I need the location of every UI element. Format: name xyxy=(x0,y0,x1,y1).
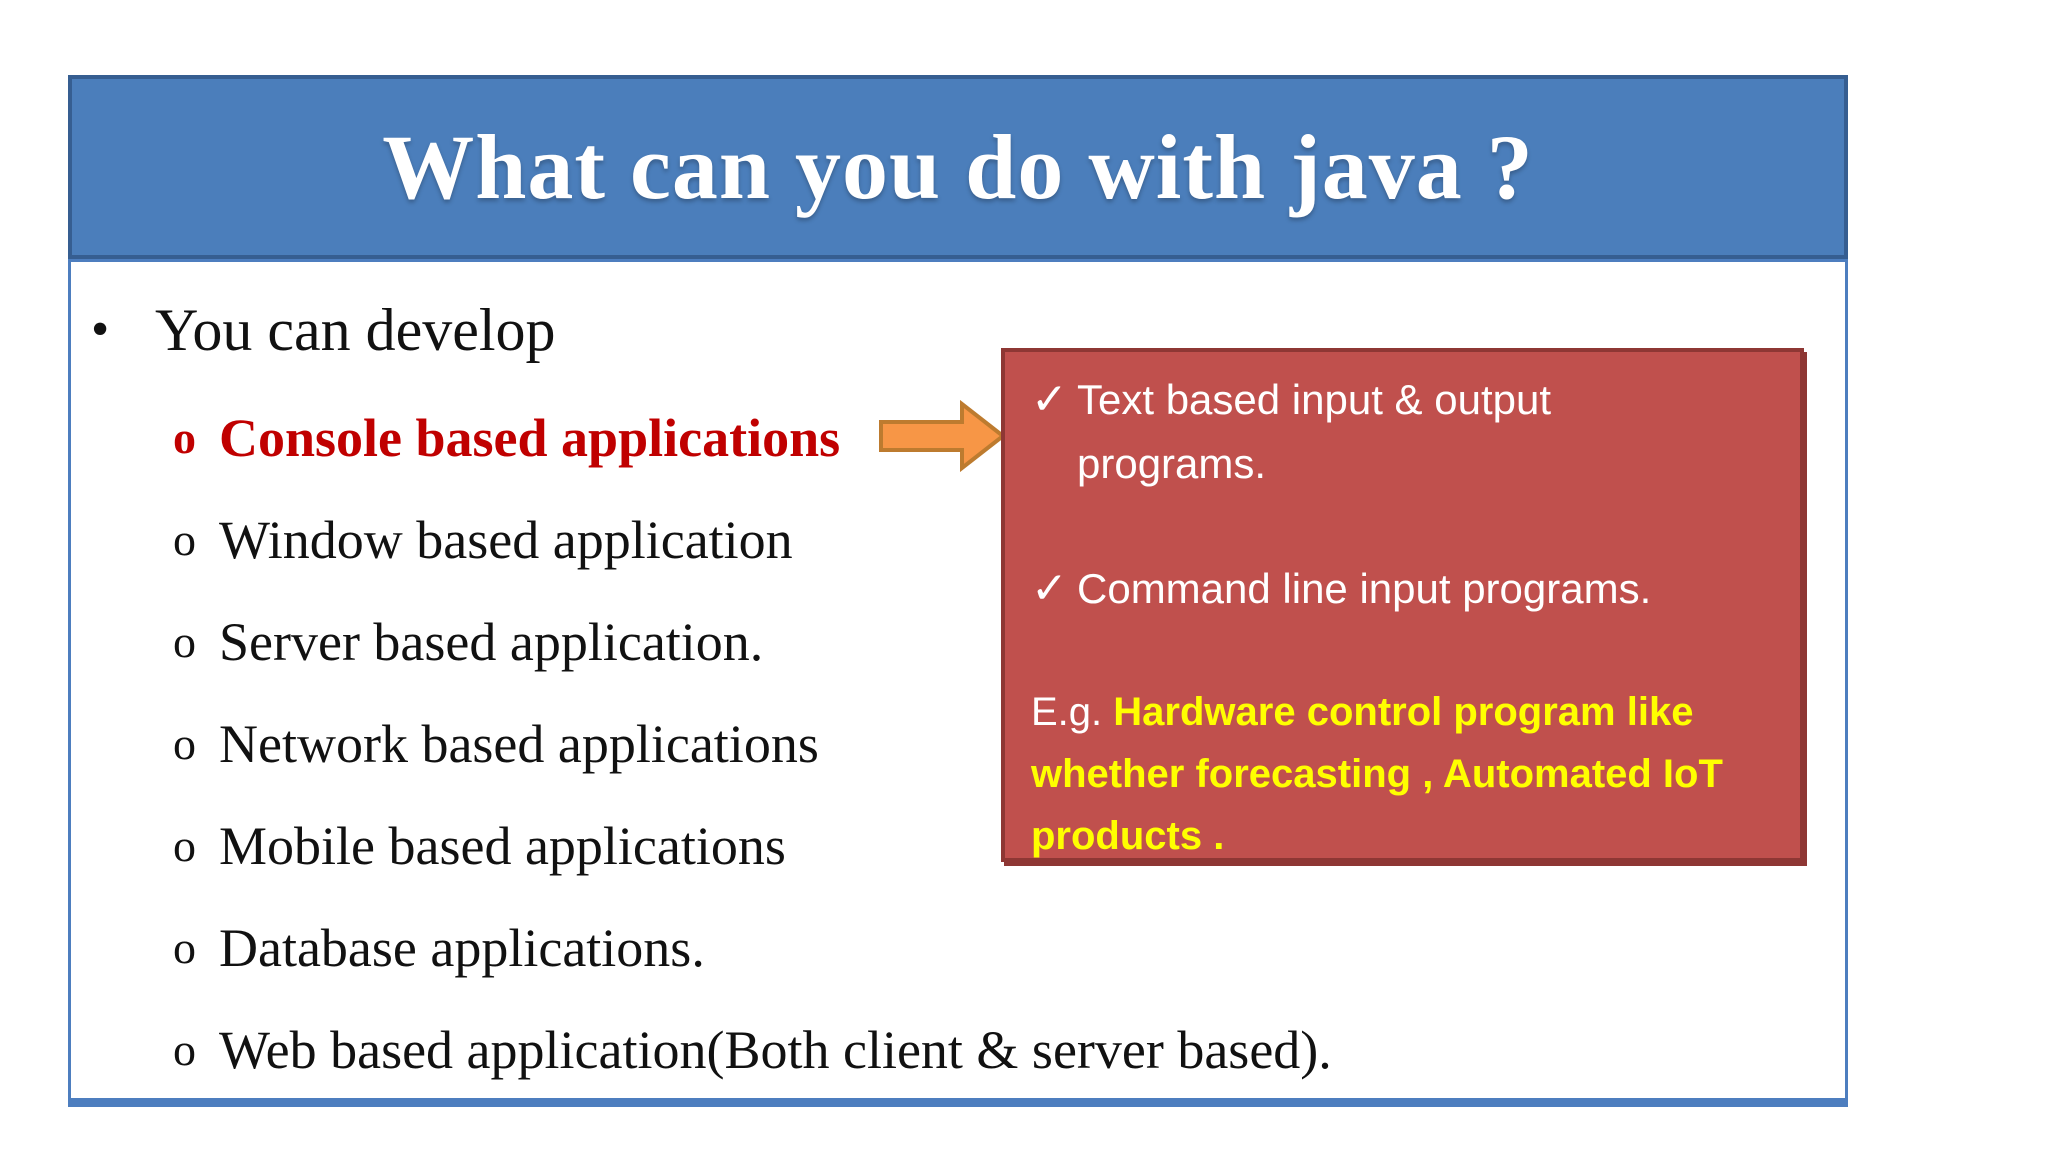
callout-example: E.g. Hardware control program like wheth… xyxy=(1031,681,1774,867)
list-item-label: Web based application(Both client & serv… xyxy=(219,1020,1332,1080)
list-item-mobile: o Mobile based applications xyxy=(173,795,1845,897)
checkmark-icon: ✓ xyxy=(1031,375,1068,424)
callout-point-text: Command line input programs. xyxy=(1077,565,1652,612)
circle-marker-icon: o xyxy=(173,922,196,973)
slide-title: What can you do with java ? xyxy=(382,116,1534,218)
circle-marker-icon: o xyxy=(173,1024,196,1075)
callout-point: ✓ Command line input programs. xyxy=(1031,557,1774,621)
circle-marker-icon: o xyxy=(173,514,196,565)
bullet-heading-row: • You can develop xyxy=(91,292,1845,368)
right-arrow-icon xyxy=(879,400,1006,472)
checkmark-icon: ✓ xyxy=(1031,564,1068,613)
list-item-server: o Server based application. xyxy=(173,591,1845,693)
list-item-database: o Database applications. xyxy=(173,897,1845,999)
list-item-label: Window based application xyxy=(219,510,793,570)
list-item-label: Server based application. xyxy=(219,612,764,672)
list-item-label: Network based applications xyxy=(219,714,819,774)
callout-point: ✓ Text based input & output programs. xyxy=(1031,368,1774,496)
circle-marker-icon: o xyxy=(173,412,196,463)
list-item-console: o Console based applications xyxy=(173,387,1845,489)
list-item-network: o Network based applications xyxy=(173,693,1845,795)
callout-point-text: Text based input & output programs. xyxy=(1077,376,1551,487)
application-list: o Console based applications o Window ba… xyxy=(173,387,1845,1101)
list-item-web: o Web based application(Both client & se… xyxy=(173,999,1845,1101)
slide-title-bar: What can you do with java ? xyxy=(68,75,1848,259)
circle-marker-icon: o xyxy=(173,718,196,769)
bullet-icon: • xyxy=(91,301,110,358)
console-callout-box: ✓ Text based input & output programs. ✓ … xyxy=(1001,348,1804,862)
example-prefix: E.g. xyxy=(1031,690,1103,734)
circle-marker-icon: o xyxy=(173,820,196,871)
list-item-label: Console based applications xyxy=(219,408,841,468)
example-text: Hardware control program like whether fo… xyxy=(1031,690,1723,858)
slide-content-box: • You can develop o Console based applic… xyxy=(68,259,1848,1107)
circle-marker-icon: o xyxy=(173,616,196,667)
bullet-heading: You can develop xyxy=(155,297,556,363)
list-item-label: Mobile based applications xyxy=(219,816,786,876)
list-item-label: Database applications. xyxy=(219,918,705,978)
list-item-window: o Window based application xyxy=(173,489,1845,591)
